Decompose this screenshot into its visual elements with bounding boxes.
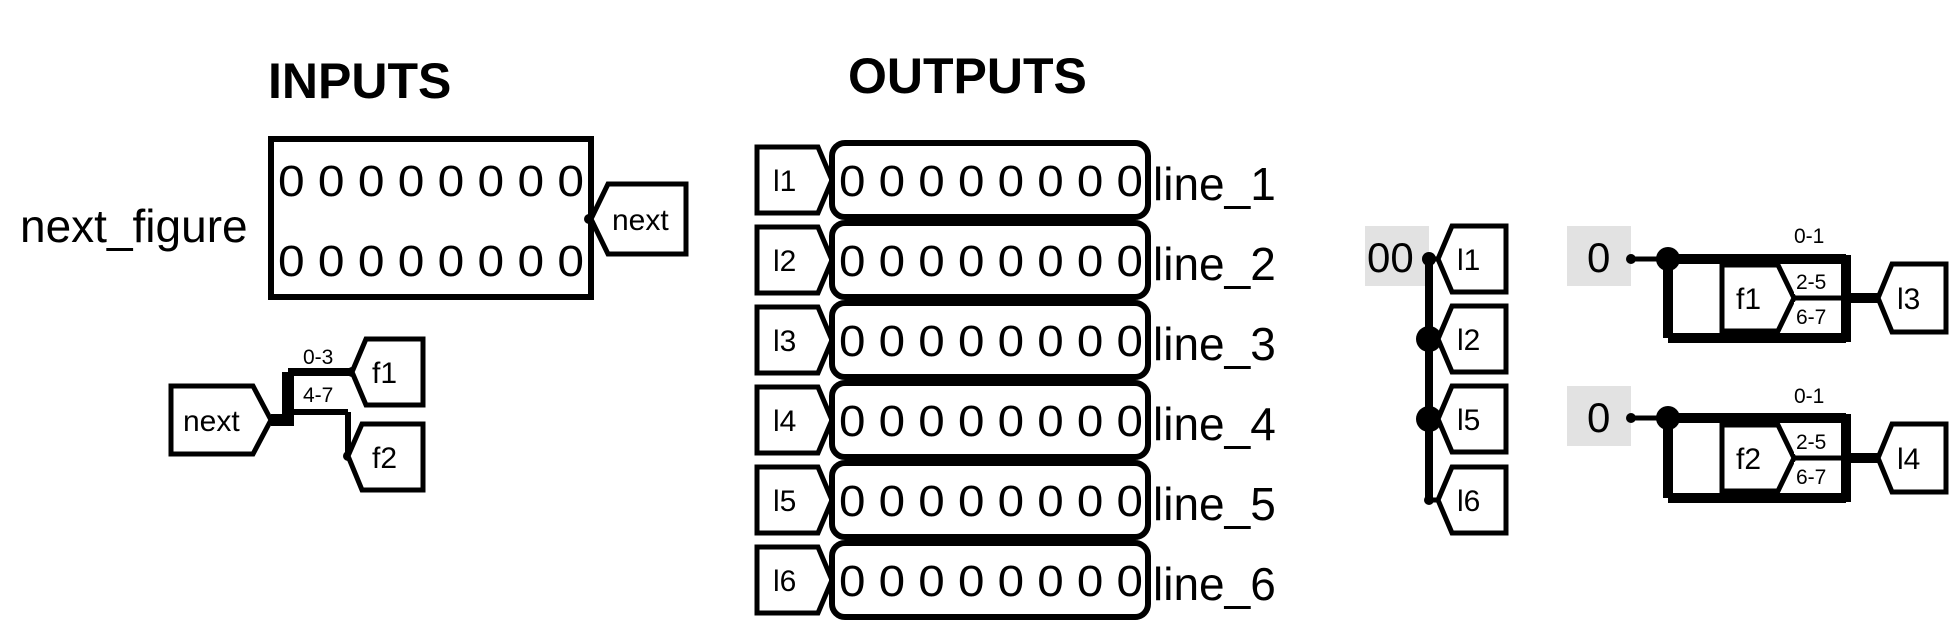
constant-00-bg[interactable] xyxy=(1365,226,1429,286)
output-row[interactable]: l2 0 0 0 0 0 0 0 0 line_2 xyxy=(754,220,1276,300)
splitter-range-bottom: 4-7 xyxy=(303,384,333,407)
output-tunnel-label: l1 xyxy=(773,165,796,198)
output-row[interactable]: l6 0 0 0 0 0 0 0 0 line_6 xyxy=(754,540,1276,620)
output-display xyxy=(829,140,1151,220)
mux-top-in-label: f1 xyxy=(1736,283,1761,316)
output-display xyxy=(829,460,1151,540)
outputs-heading: OUTPUTS xyxy=(848,48,1087,104)
mux-top-out-label: l3 xyxy=(1897,283,1920,316)
mux-bottom-out-label: l4 xyxy=(1897,443,1920,476)
mux-top-constant-bg[interactable] xyxy=(1567,226,1631,286)
output-tunnel-l6[interactable] xyxy=(754,544,835,616)
mux-top-out-tunnel[interactable] xyxy=(1875,261,1949,335)
output-bits: 0 0 0 0 0 0 0 0 xyxy=(839,397,1143,446)
output-row[interactable]: l4 0 0 0 0 0 0 0 0 line_4 xyxy=(754,380,1276,460)
splitter-out-tunnel-f1[interactable] xyxy=(349,336,426,408)
bus-tunnel-l5[interactable] xyxy=(1435,383,1509,455)
output-tunnel-l3[interactable] xyxy=(754,304,835,376)
mux-top-constant: 0 xyxy=(1587,234,1610,281)
mux-bottom-constant: 0 xyxy=(1587,394,1610,441)
mux-top-range-c: 6-7 xyxy=(1796,306,1826,329)
bus-tunnel-label: l1 xyxy=(1457,244,1480,277)
mux-bottom-in-tunnel[interactable] xyxy=(1719,422,1797,494)
input-register-box[interactable] xyxy=(268,136,594,300)
output-label: line_3 xyxy=(1153,318,1276,370)
output-label: line_2 xyxy=(1153,238,1276,290)
output-display xyxy=(829,540,1151,620)
output-row[interactable]: l5 0 0 0 0 0 0 0 0 line_5 xyxy=(754,460,1276,540)
splitter-out-label-f2: f2 xyxy=(372,442,397,475)
output-bits: 0 0 0 0 0 0 0 0 xyxy=(839,557,1143,606)
output-tunnel-label: l4 xyxy=(773,405,796,438)
bus-tunnel-label: l6 xyxy=(1457,485,1480,518)
output-tunnel-l4[interactable] xyxy=(754,384,835,456)
bus-tunnel-label: l2 xyxy=(1457,324,1480,357)
inputs-heading: INPUTS xyxy=(268,53,451,109)
mux-bottom-range-c-bg xyxy=(1794,462,1838,489)
mux-top-in-tunnel[interactable] xyxy=(1719,262,1797,334)
splitter-out-tunnel-f2[interactable] xyxy=(345,421,426,493)
mux-bottom-group[interactable]: 0 0-1 f2 2-5 6-7 l4 xyxy=(1567,385,1949,503)
mux-top-group[interactable]: 0 0-1 f1 2-5 6-7 l3 xyxy=(1567,225,1949,343)
input-label: next_figure xyxy=(20,200,248,252)
output-tunnel-label: l5 xyxy=(773,485,796,518)
mux-bottom-range-b: 2-5 xyxy=(1796,431,1826,454)
mux-bottom-in-label: f2 xyxy=(1736,443,1761,476)
output-tunnel-l2[interactable] xyxy=(754,224,835,296)
output-display xyxy=(829,300,1151,380)
input-bits-row2: 0 0 0 0 0 0 0 0 xyxy=(278,237,584,286)
splitter-group[interactable]: next 0-3 4-7 f1 f2 xyxy=(168,336,426,493)
bus-junction-dot xyxy=(1422,252,1436,266)
splitter-source-label: next xyxy=(183,405,240,438)
output-tunnel-label: l3 xyxy=(773,325,796,358)
constant-00-value: 00 xyxy=(1367,234,1414,281)
output-label: line_5 xyxy=(1153,478,1276,530)
mux-top-range-b: 2-5 xyxy=(1796,271,1826,294)
mux-bottom-range-c: 6-7 xyxy=(1796,466,1826,489)
mux-bottom-out-tunnel[interactable] xyxy=(1875,421,1949,495)
output-tunnel-l5[interactable] xyxy=(754,464,835,536)
output-row[interactable]: l3 0 0 0 0 0 0 0 0 line_3 xyxy=(754,300,1276,380)
output-bits: 0 0 0 0 0 0 0 0 xyxy=(839,477,1143,526)
mux-top-range-b-bg xyxy=(1794,267,1838,294)
constant-bus-group[interactable]: 00 l1 l2 l5 l6 xyxy=(1365,223,1509,536)
bus-tunnel-l2[interactable] xyxy=(1435,303,1509,375)
mux-bottom-constant-bg[interactable] xyxy=(1567,386,1631,446)
output-display xyxy=(829,220,1151,300)
output-bits: 0 0 0 0 0 0 0 0 xyxy=(839,237,1143,286)
mux-top-range-c-bg xyxy=(1794,302,1838,329)
bus-tunnel-l6[interactable] xyxy=(1435,464,1509,536)
output-display xyxy=(829,380,1151,460)
mux-bottom-range-a: 0-1 xyxy=(1794,385,1824,408)
input-tunnel-next[interactable] xyxy=(588,181,689,257)
input-bits-row1: 0 0 0 0 0 0 0 0 xyxy=(278,157,584,206)
output-label: line_6 xyxy=(1153,558,1276,610)
input-block[interactable]: next_figure 0 0 0 0 0 0 0 0 0 0 0 0 0 0 … xyxy=(20,136,689,300)
mux-bottom-range-b-bg xyxy=(1794,427,1838,454)
output-tunnel-label: l2 xyxy=(773,245,796,278)
output-label: line_1 xyxy=(1153,158,1276,210)
splitter-source-tunnel[interactable] xyxy=(168,383,274,457)
bus-tunnel-label: l5 xyxy=(1457,404,1480,437)
mux-top-range-a: 0-1 xyxy=(1794,225,1824,248)
output-label: line_4 xyxy=(1153,398,1276,450)
output-bits: 0 0 0 0 0 0 0 0 xyxy=(839,317,1143,366)
splitter-out-label-f1: f1 xyxy=(372,357,397,390)
output-bits: 0 0 0 0 0 0 0 0 xyxy=(839,157,1143,206)
output-tunnel-label: l6 xyxy=(773,565,796,598)
input-tunnel-label: next xyxy=(612,204,669,237)
splitter-range-top: 0-3 xyxy=(303,346,333,369)
output-row[interactable]: l1 0 0 0 0 0 0 0 0 line_1 xyxy=(754,140,1276,220)
bus-tunnel-l1[interactable] xyxy=(1435,223,1509,295)
output-tunnel-l1[interactable] xyxy=(754,144,835,216)
